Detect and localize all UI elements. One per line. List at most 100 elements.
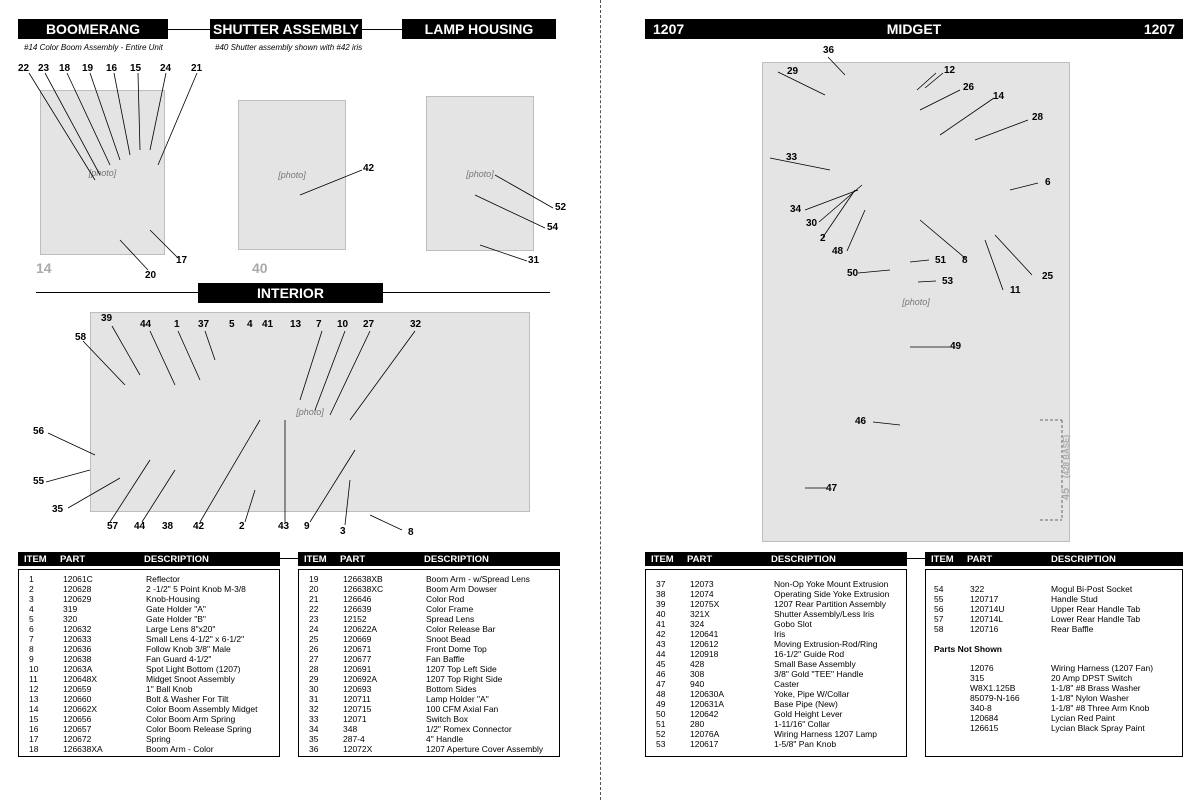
description-cell: Spread Lens <box>426 614 475 624</box>
callout-23: 23 <box>38 63 50 74</box>
part-cell: 120641 <box>690 629 719 639</box>
description-cell: Moving Extrusion-Rod/Ring <box>774 639 878 649</box>
part-cell: 120656 <box>63 714 92 724</box>
part-cell: 120622A <box>343 624 378 634</box>
callout-53: 53 <box>942 276 954 287</box>
callout-33: 33 <box>786 152 798 163</box>
description-cell: Wiring Harness 1207 Lamp <box>774 729 877 739</box>
item-cell: 47 <box>656 679 666 689</box>
description-cell: Spring <box>146 734 171 744</box>
item-cell: 27 <box>309 654 319 664</box>
table-header-rule <box>280 558 298 559</box>
item-cell: 46 <box>656 669 666 679</box>
callout-34: 34 <box>790 204 802 215</box>
callout-55: 55 <box>33 476 45 487</box>
item-cell: 18 <box>29 744 39 754</box>
part-cell: 428 <box>690 659 705 669</box>
callout-36: 36 <box>823 45 835 56</box>
description-cell: Color Rod <box>426 594 465 604</box>
part-cell: 120617 <box>690 739 719 749</box>
description-cell: Snoot Bead <box>426 634 471 644</box>
part-cell: 120716 <box>970 624 999 634</box>
callout-31: 31 <box>528 255 540 266</box>
item-cell: 43 <box>656 639 666 649</box>
callout-32: 32 <box>410 319 422 330</box>
item-cell: 24 <box>309 624 319 634</box>
item-cell: 9 <box>29 654 34 664</box>
callout-35: 35 <box>52 504 64 515</box>
table-header-1: ITEM PART DESCRIPTION <box>18 552 280 566</box>
description-cell: 1-1/8" #8 Brass Washer <box>1051 683 1141 693</box>
page-number-right: 1207 <box>1143 21 1175 37</box>
description-cell: Boom Arm - Color <box>146 744 214 754</box>
header-shutter-assembly: SHUTTER ASSEMBLY <box>210 19 362 39</box>
callout-17: 17 <box>176 255 188 266</box>
callout-51: 51 <box>935 255 947 266</box>
description-cell: Lycian Black Spray Paint <box>1051 723 1145 733</box>
item-cell: 28 <box>309 664 319 674</box>
callout-42: 42 <box>363 163 375 174</box>
figure-number-40: 40 <box>252 260 268 276</box>
description-cell: 1-11/16" Collar <box>774 719 830 729</box>
photo-midget-spotlight: [photo] <box>762 62 1070 542</box>
description-cell: Yoke, Pipe W/Collar <box>774 689 850 699</box>
callout-49: 49 <box>950 341 962 352</box>
description-cell: Boom Arm - w/Spread Lens <box>426 574 530 584</box>
part-cell: 120660 <box>63 694 92 704</box>
item-cell: 15 <box>29 714 39 724</box>
part-cell: 120648X <box>63 674 98 684</box>
part-cell: 12071 <box>343 714 367 724</box>
item-cell: 16 <box>29 724 39 734</box>
item-cell: 50 <box>656 709 666 719</box>
table-header-4: ITEM PART DESCRIPTION <box>925 552 1183 566</box>
part-cell: 120684 <box>970 713 999 723</box>
part-cell: 315 <box>970 673 985 683</box>
part-cell: 322 <box>970 584 985 594</box>
description-cell: Knob-Housing <box>146 594 200 604</box>
description-cell: Fan Guard 4-1/2" <box>146 654 212 664</box>
description-cell: 4" Handle <box>426 734 464 744</box>
item-cell: 55 <box>934 594 944 604</box>
item-cell: 37 <box>656 579 666 589</box>
part-cell: 324 <box>690 619 705 629</box>
description-cell: 1-5/8" Pan Knob <box>774 739 837 749</box>
callout-2: 2 <box>239 521 245 532</box>
header-boomerang: BOOMERANG <box>18 19 168 39</box>
callout-27: 27 <box>363 319 375 330</box>
callout-38: 38 <box>162 521 174 532</box>
part-cell: 321X <box>690 609 710 619</box>
item-cell: 26 <box>309 644 319 654</box>
part-cell: 120714L <box>970 614 1004 624</box>
part-cell: 120669 <box>343 634 372 644</box>
part-cell: 120633 <box>63 634 92 644</box>
callout-22: 22 <box>18 63 30 74</box>
item-cell: 31 <box>309 694 319 704</box>
description-cell: 1207 Top Right Side <box>426 674 503 684</box>
part-cell: 120630A <box>690 689 725 699</box>
item-cell: 48 <box>656 689 666 699</box>
part-cell: 340-8 <box>970 703 992 713</box>
description-cell: 3/8" Gold "TEE" Handle <box>774 669 864 679</box>
table-header-2: ITEM PART DESCRIPTION <box>298 552 560 566</box>
callout-39: 39 <box>101 313 113 324</box>
part-cell: 12063A <box>63 664 93 674</box>
description-cell: Handle Stud <box>1051 594 1098 604</box>
description-cell: Wiring Harness (1207 Fan) <box>1051 663 1154 673</box>
description-cell: Bottom Sides <box>426 684 477 694</box>
callout-18: 18 <box>59 63 71 74</box>
